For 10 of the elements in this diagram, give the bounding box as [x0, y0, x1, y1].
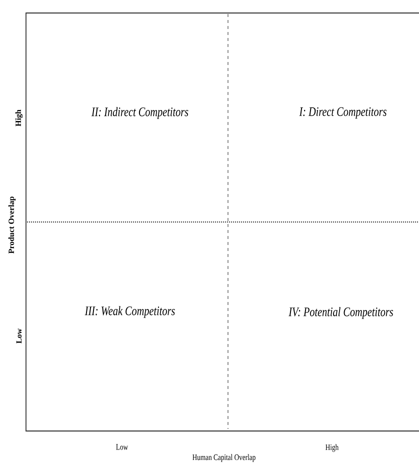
quadrant-label: I: Direct Competitors: [299, 107, 386, 119]
axis-label: Product Overlap: [8, 196, 16, 254]
quadrant-label: III: Weak Competitors: [84, 306, 175, 318]
tick-label: High: [15, 110, 23, 126]
tick-label: Low: [116, 444, 128, 450]
quadrant-label: IV: Potential Competitors: [288, 307, 394, 319]
quadrant-label: II: Indirect Competitors: [91, 107, 188, 119]
axis-label: Human Capital Overlap: [192, 454, 256, 462]
tick-label: High: [326, 444, 339, 452]
tick-label: Low: [16, 328, 22, 344]
